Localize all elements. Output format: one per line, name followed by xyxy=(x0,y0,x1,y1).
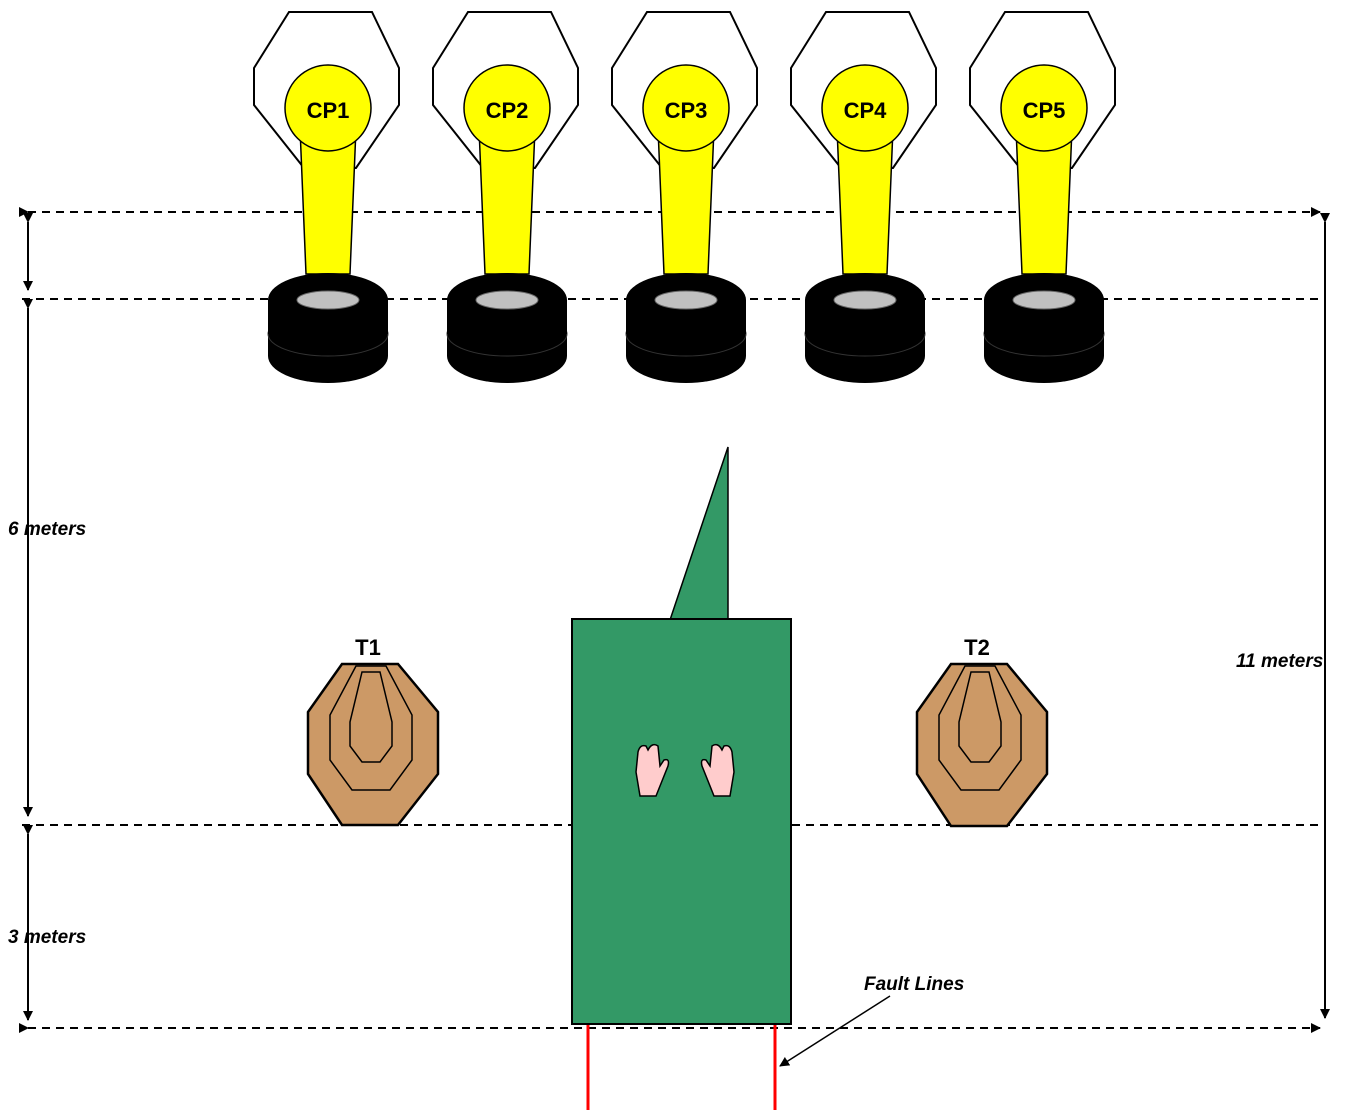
target-zone-c xyxy=(938,665,1022,791)
fault-lines-pointer xyxy=(779,995,891,1067)
tire-hole xyxy=(296,290,360,310)
target-zone-c xyxy=(329,665,413,791)
popper-label: CP2 xyxy=(486,98,529,123)
popper-head xyxy=(642,64,730,152)
hands-icon xyxy=(635,743,735,797)
popper-cp4: CP4 xyxy=(790,11,937,275)
tire-stack-2 xyxy=(446,273,568,383)
popper-label: CP3 xyxy=(665,98,708,123)
tire-hole xyxy=(833,290,897,310)
popper-label: CP4 xyxy=(844,98,888,123)
eleven-meters-label: 11 meters xyxy=(1236,651,1323,672)
fault-lines-label: Fault Lines xyxy=(864,974,964,995)
barricade-wall xyxy=(571,618,792,1025)
popper-head xyxy=(463,64,551,152)
six-meters-label: 6 meters xyxy=(8,519,86,540)
popper-head xyxy=(284,64,372,152)
target-label: T2 xyxy=(964,635,990,660)
popper-cp2: CP2 xyxy=(432,11,579,275)
popper-label: CP1 xyxy=(307,98,350,123)
target-t1: T1 xyxy=(306,635,440,827)
popper-head xyxy=(1000,64,1088,152)
popper-head xyxy=(821,64,909,152)
fault-lines-box xyxy=(586,1024,777,1110)
three-meters-label: 3 meters xyxy=(8,927,86,948)
popper-label: CP5 xyxy=(1023,98,1066,123)
left-hand-icon xyxy=(635,743,670,797)
tire-stack-4 xyxy=(804,273,926,383)
tire-stack-1 xyxy=(267,273,389,383)
right-hand-icon xyxy=(700,743,735,797)
target-zone-a xyxy=(349,671,393,763)
target-body xyxy=(306,662,440,827)
target-t2: T2 xyxy=(915,635,1049,828)
tire-hole xyxy=(654,290,718,310)
popper-cp5: CP5 xyxy=(969,11,1116,275)
tire-stack-5 xyxy=(983,273,1105,383)
tire-hole xyxy=(1012,290,1076,310)
target-label: T1 xyxy=(355,635,381,660)
tire-stack-3 xyxy=(625,273,747,383)
popper-cp1: CP1 xyxy=(253,11,400,275)
target-zone-a xyxy=(958,671,1002,763)
popper-cp3: CP3 xyxy=(611,11,758,275)
tire-hole xyxy=(475,290,539,310)
target-body xyxy=(915,662,1049,828)
barricade-wedge xyxy=(668,446,729,621)
